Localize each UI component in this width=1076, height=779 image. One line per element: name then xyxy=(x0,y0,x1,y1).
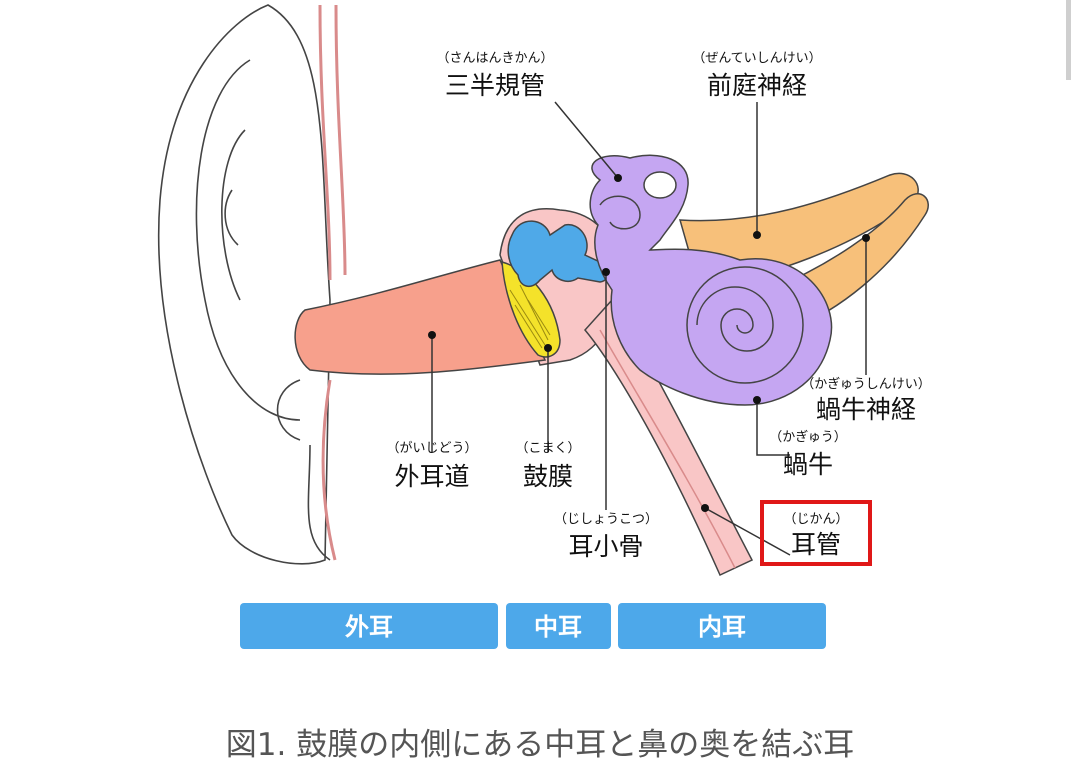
label-cochlea: （かぎゅう） 蝸牛 xyxy=(769,430,847,479)
label-eustachian-tube: （じかん） 耳管 xyxy=(783,512,848,559)
svg-text:中耳: 中耳 xyxy=(534,613,582,641)
section-inner-ear: 内耳 xyxy=(618,603,826,649)
svg-text:耳管: 耳管 xyxy=(791,530,841,559)
label-eardrum: （こまく） 鼓膜 xyxy=(515,441,580,491)
skin-outline xyxy=(318,4,347,561)
inner-ear-labyrinth xyxy=(589,154,833,406)
svg-text:三半規管: 三半規管 xyxy=(445,71,545,100)
svg-text:（ぜんていしんけい）: （ぜんていしんけい） xyxy=(692,51,821,66)
eardrum xyxy=(501,260,561,358)
label-ossicles: （じしょうこつ） 耳小骨 xyxy=(554,512,658,561)
figure-caption: 図1. 鼓膜の内側にある中耳と鼻の奥を結ぶ耳 xyxy=(226,727,854,763)
svg-text:前庭神経: 前庭神経 xyxy=(707,71,807,100)
label-ear-canal: （がいじどう） 外耳道 xyxy=(386,441,477,491)
ear-canal xyxy=(294,259,547,375)
svg-text:蝸牛神経: 蝸牛神経 xyxy=(816,395,916,424)
ossicles xyxy=(507,220,610,287)
label-semicircular-canals: （さんはんきかん） 三半規管 xyxy=(436,51,553,100)
scrollbar[interactable] xyxy=(1066,0,1071,80)
svg-text:耳小骨: 耳小骨 xyxy=(568,532,643,561)
svg-text:（がいじどう）: （がいじどう） xyxy=(386,441,477,456)
section-outer-ear: 外耳 xyxy=(240,603,498,649)
highlight-box xyxy=(760,500,872,566)
svg-text:内耳: 内耳 xyxy=(698,613,746,641)
pointers xyxy=(428,101,870,556)
svg-text:（かぎゅう）: （かぎゅう） xyxy=(769,430,847,445)
svg-text:蝸牛: 蝸牛 xyxy=(783,450,833,479)
eardrum-lines xyxy=(509,284,551,349)
svg-text:（さんはんきかん）: （さんはんきかん） xyxy=(436,51,553,66)
svg-text:（こまく）: （こまく） xyxy=(515,441,580,456)
section-middle-ear: 中耳 xyxy=(506,603,611,649)
svg-text:（じかん）: （じかん） xyxy=(783,512,848,527)
svg-text:外耳: 外耳 xyxy=(345,613,393,641)
svg-text:外耳道: 外耳道 xyxy=(394,462,469,491)
svg-text:（じしょうこつ）: （じしょうこつ） xyxy=(554,512,658,527)
svg-text:鼓膜: 鼓膜 xyxy=(523,462,573,491)
auricle xyxy=(157,4,331,565)
label-cochlear-nerve: （かぎゅうしんけい） 蝸牛神経 xyxy=(801,377,931,424)
svg-text:（かぎゅうしんけい）: （かぎゅうしんけい） xyxy=(801,377,931,392)
label-vestibular-nerve: （ぜんていしんけい） 前庭神経 xyxy=(692,51,821,100)
